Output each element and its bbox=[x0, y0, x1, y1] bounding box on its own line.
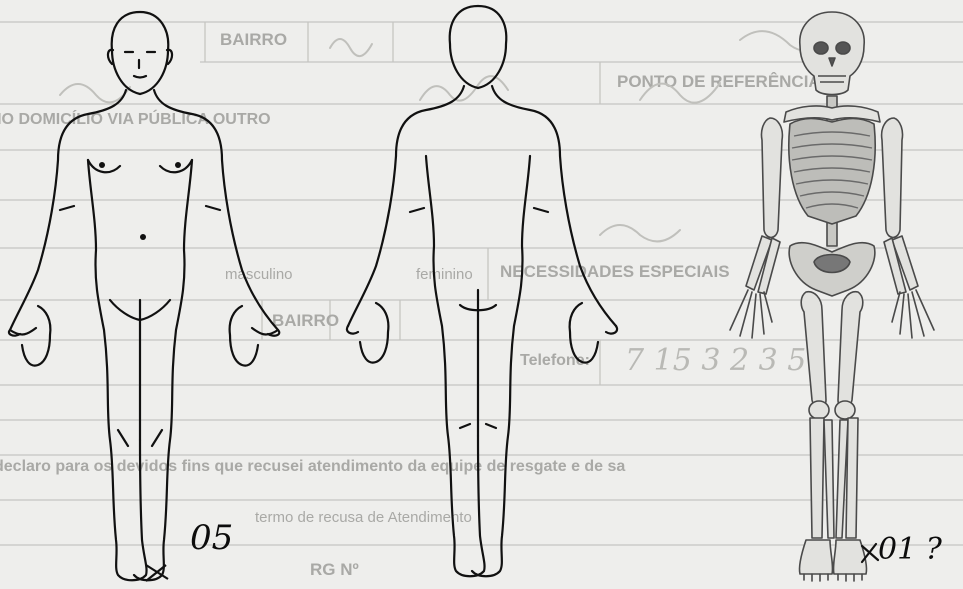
skeleton-annotation: 01 ? bbox=[878, 532, 942, 567]
